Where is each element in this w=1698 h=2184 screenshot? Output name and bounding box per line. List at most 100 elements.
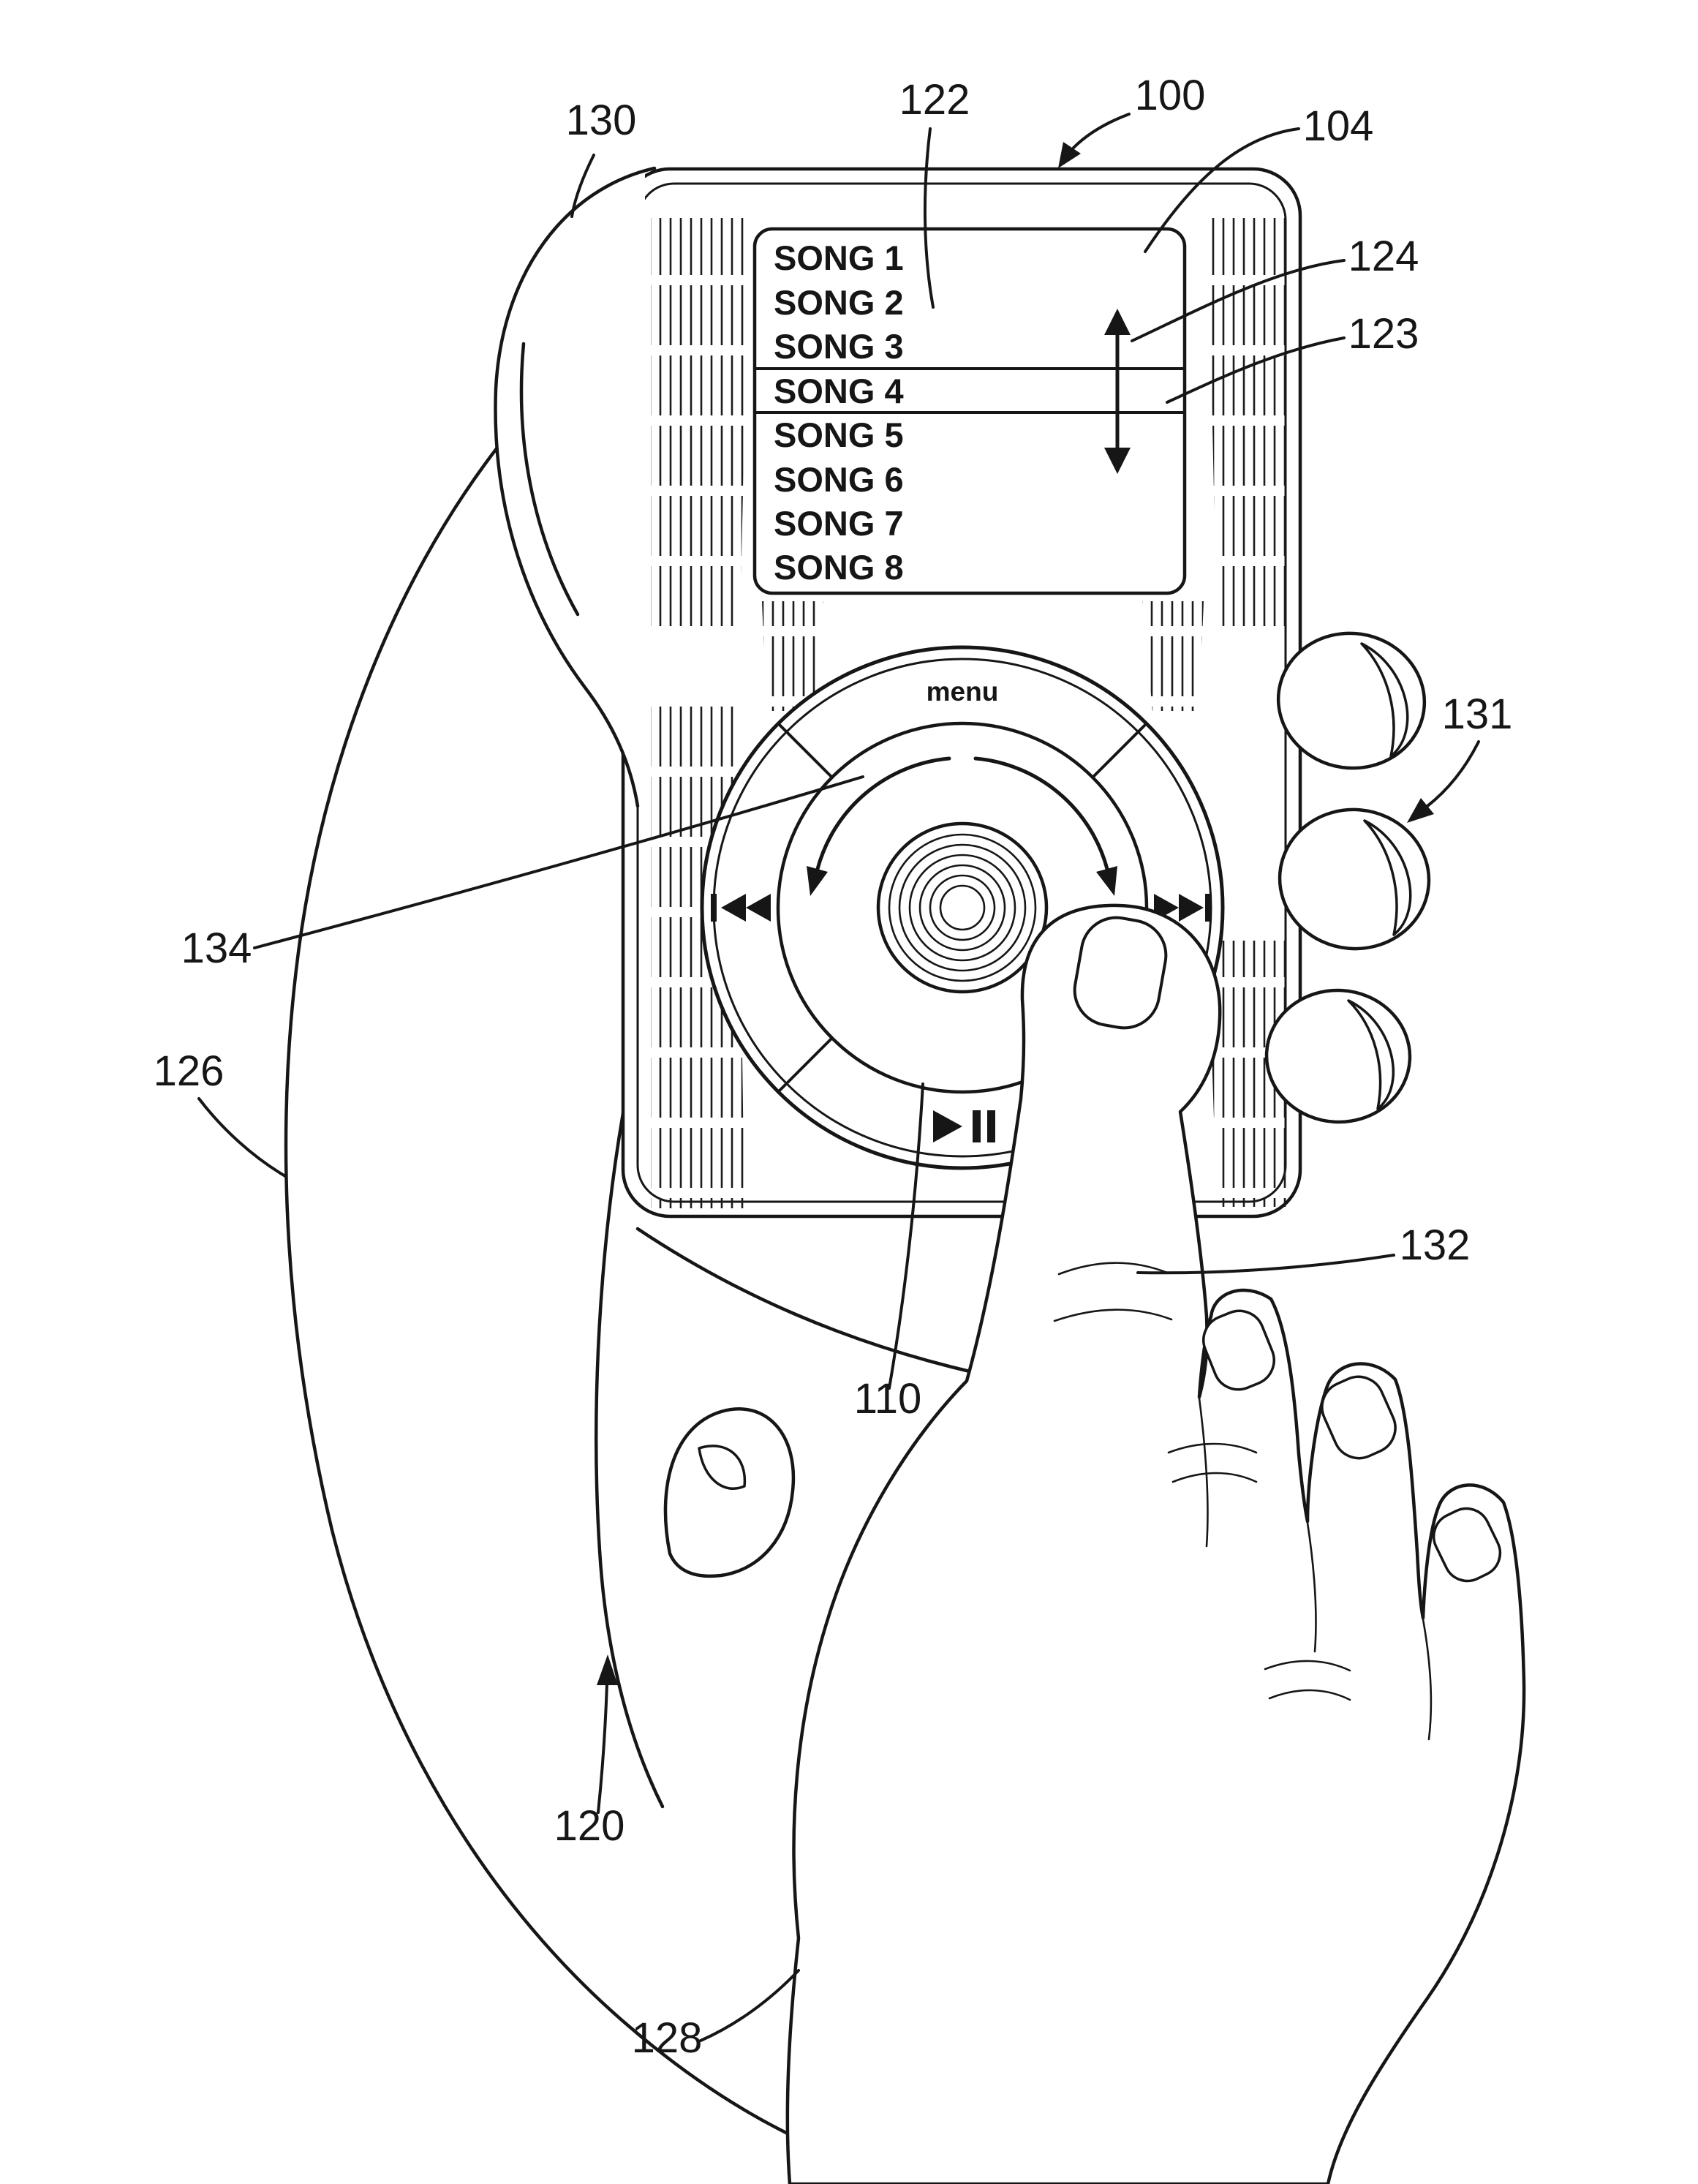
finger-separation-line: [1198, 1397, 1209, 1548]
previous-track-triangle: [746, 894, 771, 922]
left-index-fingertip: [663, 1407, 796, 1578]
center-button-ring: [918, 864, 1006, 952]
index-fingernail: [1073, 916, 1168, 1030]
knuckle-crease: [1171, 1472, 1258, 1483]
center-button-ring: [929, 874, 996, 941]
song-list-item: SONG 1: [774, 238, 904, 277]
song-list-item: SONG 7: [774, 504, 904, 543]
leader-line-126: [197, 1097, 287, 1178]
left-index-fingertip-outline: [663, 1407, 796, 1578]
rotation-arrow-left-arc: [815, 756, 951, 871]
ring-fingernail: [1321, 1375, 1397, 1460]
leader-line-134: [253, 775, 864, 949]
hatch-right-upper: [1208, 218, 1287, 630]
rotation-arrow-left-head: [807, 866, 828, 896]
leader-line-124: [1131, 259, 1346, 342]
display-screen: SONG 1 SONG 2 SONG 3 SONG 4 SONG 5 SONG …: [752, 227, 1187, 595]
pause-bar: [973, 1110, 981, 1142]
leader-line-123: [1166, 336, 1346, 404]
pointing-hand-silhouette: [785, 903, 1526, 2184]
leader-arrowhead-120: [597, 1654, 618, 1685]
rotation-arrow-right-arc: [973, 756, 1109, 871]
fingernail: [1347, 999, 1395, 1110]
leader-line-110: [888, 1082, 924, 1390]
leader-line-120: [597, 1682, 608, 1814]
ref-label-104: 104: [1303, 102, 1374, 150]
ref-label-124: 124: [1348, 233, 1419, 280]
index-finger-crease: [1053, 1308, 1173, 1322]
wheel-separator-nw: [777, 722, 834, 779]
knuckle-crease: [1264, 1660, 1351, 1672]
hatch-left-upper: [651, 218, 749, 628]
left-index-fingernail: [698, 1445, 747, 1490]
knuckle-crease: [1167, 1442, 1258, 1454]
song-list-item: SONG 5: [774, 415, 904, 454]
song-list-item: SONG 6: [774, 460, 904, 499]
thumb-crease: [519, 342, 580, 617]
leader-line-104: [1144, 127, 1300, 253]
song-list-item: SONG 2: [774, 283, 904, 322]
leader-line-100: [1072, 113, 1131, 149]
holding-hand-outer-edge: [284, 445, 925, 2184]
knuckle-crease: [1268, 1689, 1351, 1701]
center-button-ring: [939, 884, 986, 931]
ref-label-100: 100: [1135, 72, 1206, 119]
next-track-bar: [1205, 894, 1211, 922]
wheel-separator-ne: [1091, 722, 1148, 779]
pause-bar: [987, 1110, 995, 1142]
middle-fingernail: [1202, 1309, 1275, 1391]
scroll-direction-arrow-icon: [1104, 309, 1131, 474]
center-button-ring: [908, 854, 1016, 962]
holding-hand-under-device-edge: [635, 1227, 975, 1374]
song-list-item: SONG 3: [774, 327, 904, 366]
ref-label-123: 123: [1348, 310, 1419, 358]
holding-hand: [284, 445, 925, 2184]
ref-label-132: 132: [1400, 1221, 1471, 1269]
ref-label-120: 120: [554, 1802, 625, 1850]
ref-label-128: 128: [632, 2014, 703, 2062]
hatch-below-screen-right: [1142, 601, 1204, 711]
previous-track-icon: [711, 894, 771, 922]
next-track-triangle: [1179, 894, 1204, 922]
center-button-ring: [898, 843, 1027, 972]
fingernail: [1363, 819, 1412, 936]
holding-fingers: [1264, 631, 1431, 1124]
ref-label-110: 110: [854, 1375, 921, 1423]
pointing-hand: [785, 903, 1526, 2184]
leader-line-132: [1136, 1254, 1395, 1275]
left-thumb: [494, 166, 657, 808]
leader-line-131: [1426, 740, 1480, 807]
wheel-separator-sw: [777, 1036, 834, 1093]
song-list-item-highlighted: SONG 4: [774, 372, 904, 410]
finger-separation-line: [1422, 1618, 1433, 1741]
hatch-right-lower: [1208, 941, 1287, 1207]
leader-line-130: [570, 154, 595, 218]
ref-label-134: 134: [181, 925, 252, 972]
reference-labels: 100 104 110 120 122 123 124 126 128 130 …: [154, 72, 1513, 2062]
previous-track-triangle: [721, 894, 746, 922]
previous-track-bar: [711, 894, 717, 922]
leader-line-122: [923, 127, 935, 309]
leader-line-128: [699, 1969, 800, 2042]
song-list-item: SONG 8: [774, 548, 904, 587]
thumb-outline: [494, 166, 657, 808]
ref-label-126: 126: [154, 1047, 224, 1095]
menu-button-label: menu: [927, 677, 999, 707]
rotation-arrows: [807, 756, 1117, 896]
ref-label-131: 131: [1442, 690, 1513, 738]
ref-label-122: 122: [899, 76, 970, 124]
fingernail: [1360, 642, 1409, 758]
thumb-fill: [495, 168, 654, 806]
hatch-below-screen-left: [762, 601, 823, 711]
ref-label-130: 130: [566, 97, 637, 144]
center-button: [876, 821, 1049, 994]
leader-arrowhead-100: [1058, 142, 1081, 168]
scroll-arrow-head-down: [1104, 448, 1131, 474]
leader-arrowhead-131: [1407, 798, 1434, 823]
index-finger-crease: [1057, 1262, 1169, 1276]
center-button-ring: [888, 833, 1037, 982]
center-button-outer: [876, 821, 1049, 994]
pinky-fingernail: [1432, 1507, 1502, 1583]
scroll-arrow-head-up: [1104, 309, 1131, 335]
